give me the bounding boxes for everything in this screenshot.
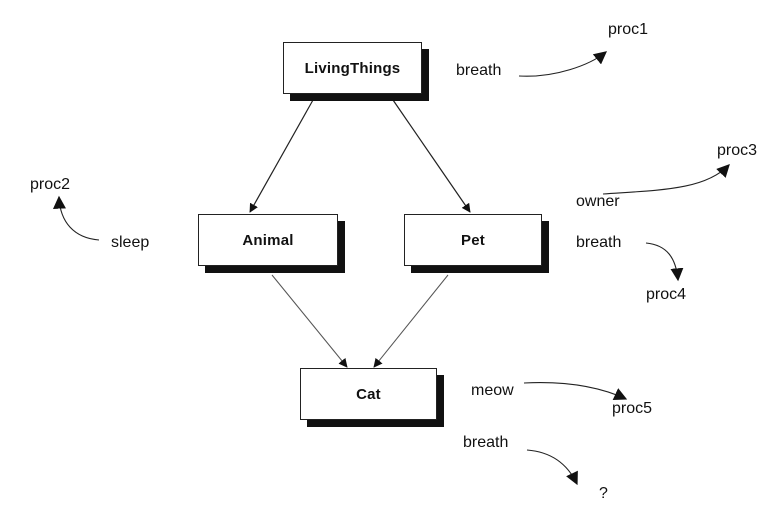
edge-pet-cat (373, 274, 449, 368)
arrow-meow-proc5 (523, 382, 628, 400)
edge-livingthings-pet (392, 99, 471, 213)
class-node-pet: Pet (404, 214, 542, 266)
method-label-breath: breath (576, 234, 622, 251)
class-node-label: Animal (242, 231, 294, 249)
class-node-animal: Animal (198, 214, 338, 266)
method-label-meow: meow (471, 382, 514, 399)
method-label-breath: breath (456, 62, 502, 79)
edge-livingthings-animal (249, 99, 314, 213)
class-node-cat: Cat (300, 368, 437, 420)
procedure-label-unknown: ? (599, 485, 608, 502)
method-label-owner: owner (576, 193, 620, 210)
arrow-sleep-proc2 (52, 195, 100, 241)
arrow-owner-proc3 (602, 164, 730, 195)
method-label-sleep: sleep (111, 234, 150, 251)
procedure-label-proc3: proc3 (717, 142, 758, 159)
procedure-label-proc1: proc1 (608, 21, 649, 38)
procedure-label-proc4: proc4 (646, 286, 687, 303)
arrow-breath-proc1 (518, 51, 608, 77)
procedure-label-proc5: proc5 (612, 400, 653, 417)
method-label-breath: breath (463, 434, 509, 451)
class-node-label: Pet (461, 231, 485, 249)
class-node-livingthings: LivingThings (283, 42, 422, 94)
arrow-breath-proc4 (645, 242, 684, 282)
edge-animal-cat (271, 274, 348, 368)
procedure-label-proc2: proc2 (30, 176, 71, 193)
class-node-label: LivingThings (304, 59, 401, 77)
arrow-breath-unknown (526, 449, 578, 486)
class-node-label: Cat (356, 385, 381, 403)
